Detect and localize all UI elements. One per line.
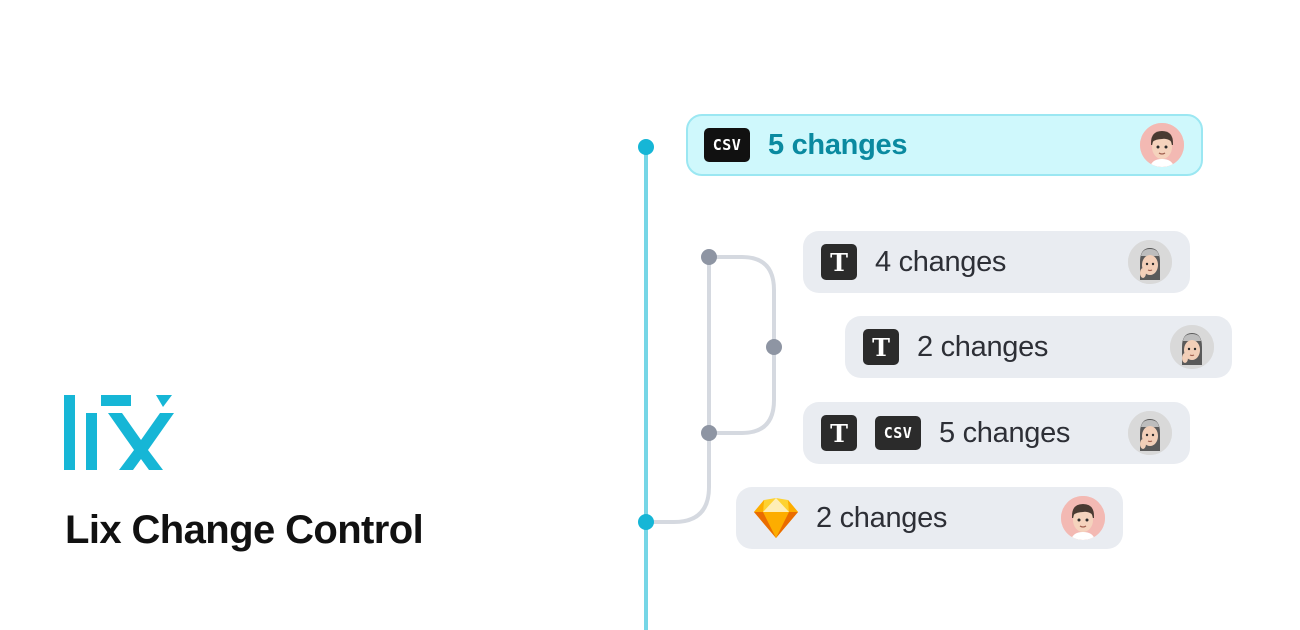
merge-line — [646, 433, 711, 524]
female-avatar-icon — [1128, 240, 1172, 284]
male-avatar-icon — [1061, 496, 1105, 540]
change-count: 4 changes — [875, 245, 1007, 278]
change-card-active[interactable]: CSV 5 changes — [686, 114, 1203, 176]
change-count: 2 changes — [917, 330, 1049, 363]
branch-node[interactable] — [701, 249, 717, 265]
text-file-icon: T — [821, 415, 857, 451]
male-avatar-icon — [1140, 123, 1184, 167]
branch-node[interactable] — [766, 339, 782, 355]
branch-node[interactable] — [701, 425, 717, 441]
female-avatar-icon — [1170, 325, 1214, 369]
change-count: 5 changes — [768, 128, 908, 161]
product-title: Lix Change Control — [65, 508, 424, 552]
csv-file-icon: CSV — [704, 128, 750, 162]
main-node[interactable] — [638, 514, 654, 530]
change-card[interactable]: T 2 changes — [845, 316, 1232, 378]
change-count: 2 changes — [816, 501, 948, 534]
lix-logo-icon — [64, 395, 174, 470]
branch-loop-line — [709, 255, 776, 435]
change-card[interactable]: T 4 changes — [803, 231, 1190, 293]
csv-file-icon: CSV — [875, 416, 921, 450]
sketch-file-icon — [754, 498, 798, 538]
text-file-icon: T — [821, 244, 857, 280]
change-count: 5 changes — [939, 416, 1071, 449]
change-card[interactable]: T CSV 5 changes — [803, 402, 1190, 464]
text-file-icon: T — [863, 329, 899, 365]
main-node[interactable] — [638, 139, 654, 155]
change-card[interactable]: 2 changes — [736, 487, 1123, 549]
female-avatar-icon — [1128, 411, 1172, 455]
